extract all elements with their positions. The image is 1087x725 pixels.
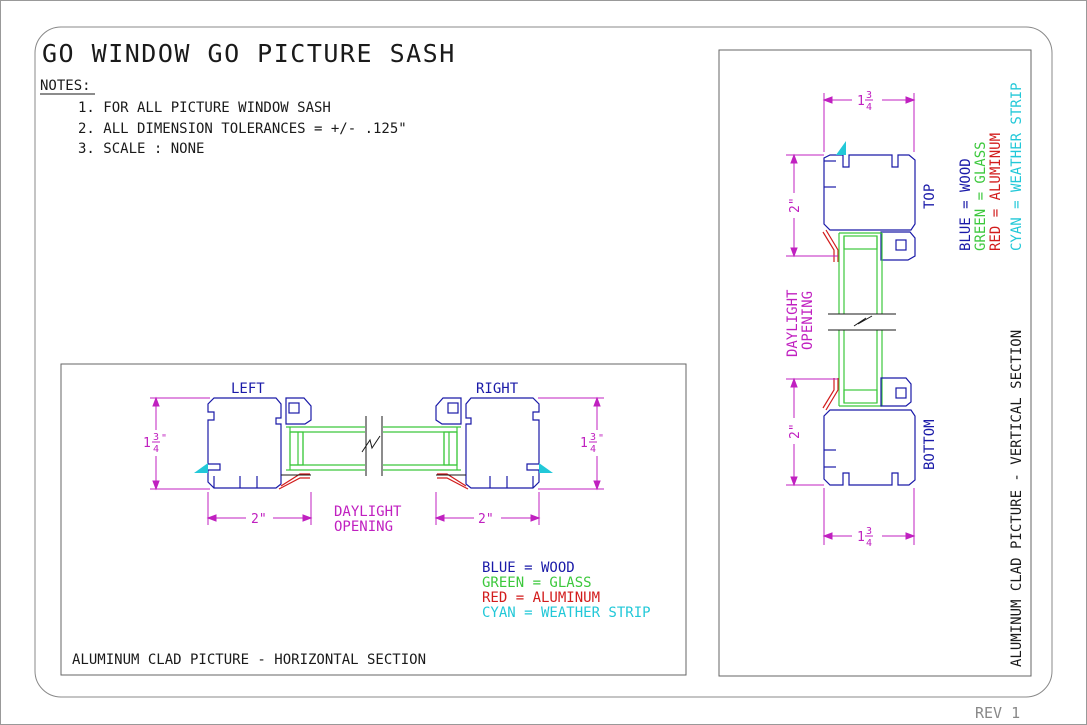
left-wood-frame <box>207 397 312 489</box>
left-width-dim-label: 2" <box>251 512 267 527</box>
note-item-3: 3. SCALE : NONE <box>78 141 204 157</box>
right-wood-frame <box>435 397 540 489</box>
vertical-opening-line2: OPENING <box>800 291 816 350</box>
left-height-whole: 1 <box>143 436 151 451</box>
vertical-opening-line1: DAYLIGHT <box>785 289 801 357</box>
notes-heading: NOTES: <box>40 78 91 94</box>
vertical-break-symbol <box>828 313 896 331</box>
horizontal-glass-unit <box>286 426 461 471</box>
left-weather-strip <box>194 463 208 473</box>
top-width-whole: 1 <box>857 94 865 109</box>
drawing-title: GO WINDOW GO PICTURE SASH <box>42 39 456 68</box>
vertical-legend-weather-strip: CYAN = WEATHER STRIP <box>1009 82 1025 251</box>
top-width-dimension <box>822 93 916 152</box>
top-weather-strip <box>836 141 846 155</box>
bottom-height-dim-label: 2" <box>788 423 803 439</box>
horizontal-legend-weather-strip: CYAN = WEATHER STRIP <box>482 605 651 621</box>
left-height-dimension <box>150 396 210 491</box>
vertical-height-dimensions <box>786 153 838 487</box>
top-aluminum-clad <box>822 229 839 262</box>
top-width-num: 3 <box>866 90 872 101</box>
vertical-glass-unit <box>838 232 883 407</box>
right-height-num: 3 <box>590 432 596 443</box>
bottom-label: BOTTOM <box>922 419 938 470</box>
note-item-1: 1. FOR ALL PICTURE WINDOW SASH <box>78 100 331 116</box>
horizontal-legend-glass: GREEN = GLASS <box>482 575 592 591</box>
left-height-num: 3 <box>153 432 159 443</box>
left-height-den: 4 <box>153 444 159 455</box>
right-height-dimension <box>538 396 604 491</box>
right-height-whole: 1 <box>580 436 588 451</box>
horizontal-aluminum-clad <box>278 473 469 490</box>
right-weather-strip <box>539 463 553 473</box>
vertical-section-caption: ALUMINUM CLAD PICTURE - VERTICAL SECTION <box>1009 330 1025 667</box>
vertical-section: 1 3 4 <box>718 49 1032 677</box>
bottom-wood-frame <box>823 377 916 486</box>
right-height-den: 4 <box>590 444 596 455</box>
horizontal-section: LEFT RIGHT 1 3 4 " 1 3 4 " <box>60 363 687 676</box>
horizontal-break-symbol <box>361 416 383 476</box>
top-height-dim-label: 2" <box>788 197 803 213</box>
horizontal-width-dimensions <box>206 492 541 525</box>
horizontal-legend-wood: BLUE = WOOD <box>482 560 575 576</box>
top-wood-frame <box>823 154 916 261</box>
bottom-width-num: 3 <box>866 526 872 537</box>
horizontal-section-caption: ALUMINUM CLAD PICTURE - HORIZONTAL SECTI… <box>72 652 426 668</box>
horizontal-opening-line2: OPENING <box>334 519 393 535</box>
right-label: RIGHT <box>476 381 519 397</box>
vertical-legend-aluminum: RED = ALUMINUM <box>988 133 1004 251</box>
right-width-dim-label: 2" <box>478 512 494 527</box>
vertical-legend-wood: BLUE = WOOD <box>958 158 974 251</box>
bottom-aluminum-clad <box>822 378 839 411</box>
sheet-inner-border <box>34 26 1053 698</box>
right-height-unit: " <box>598 433 604 444</box>
bottom-width-den: 4 <box>866 538 872 549</box>
left-label: LEFT <box>231 381 265 397</box>
top-width-den: 4 <box>866 102 872 113</box>
bottom-width-whole: 1 <box>857 530 865 545</box>
left-height-unit: " <box>161 433 167 444</box>
bottom-width-dimension <box>822 488 916 545</box>
revision-label: REV 1 <box>975 704 1020 722</box>
vertical-legend-glass: GREEN = GLASS <box>973 141 989 251</box>
note-item-2: 2. ALL DIMENSION TOLERANCES = +/- .125" <box>78 121 407 137</box>
vertical-section-frame <box>718 49 1032 677</box>
horizontal-opening-line1: DAYLIGHT <box>334 504 402 520</box>
horizontal-legend-aluminum: RED = ALUMINUM <box>482 590 600 606</box>
horizontal-section-frame <box>60 363 687 676</box>
top-label: TOP <box>922 184 938 209</box>
